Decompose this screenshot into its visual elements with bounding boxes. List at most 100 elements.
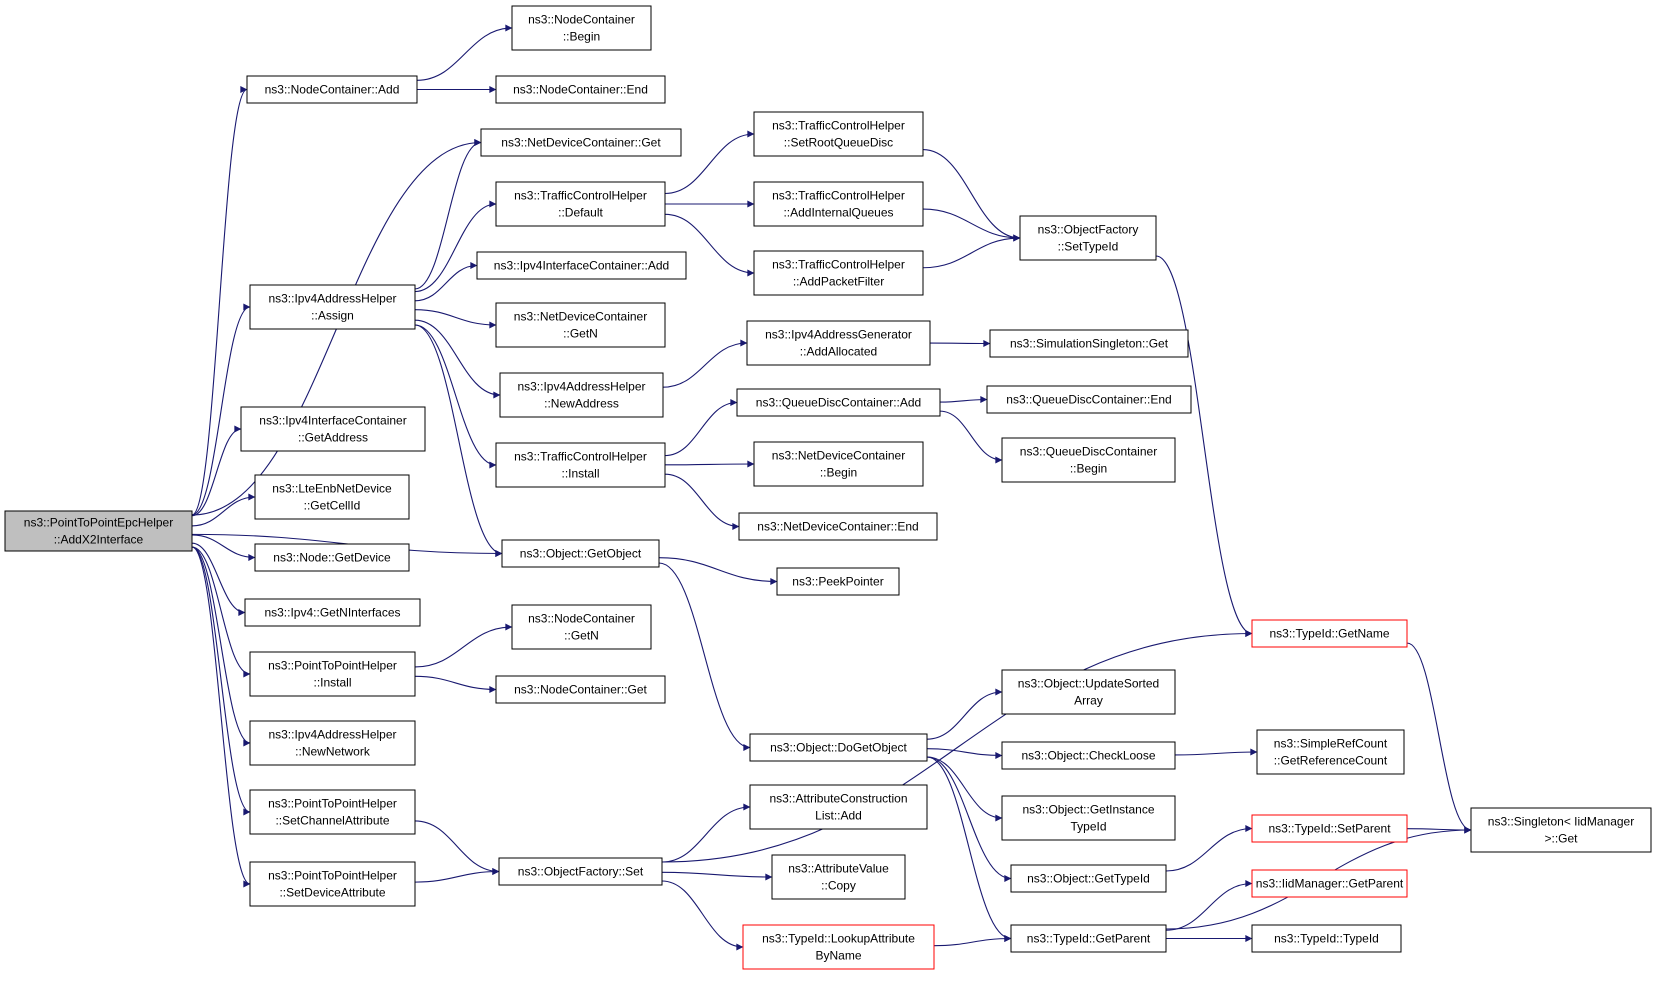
node-ipv4ah-newaddr[interactable]: ns3::Ipv4AddressHelper::NewAddress [499,372,664,418]
node-box [749,784,928,830]
node-box [1256,729,1405,775]
node-ndc-get[interactable]: ns3::NetDeviceContainer::Get [480,128,682,157]
node-nc-add[interactable]: ns3::NodeContainer::Add [246,75,418,104]
node-qdc-begin[interactable]: ns3::QueueDiscContainer::Begin [1001,437,1176,483]
node-label-line: ns3::Object::CheckLoose [1021,749,1155,763]
node-ipv4-getninterfaces[interactable]: ns3::Ipv4::GetNInterfaces [244,598,421,627]
node-label-line: ns3::IidManager::GetParent [1256,877,1404,891]
node-ipv4ag-addalloc[interactable]: ns3::Ipv4AddressGenerator::AddAllocated [746,320,931,366]
node-label-line: ::Copy [821,879,856,893]
edge-obj-dogetobject-to-typeid-getparent [926,756,1012,942]
node-box [240,406,426,452]
node-ipv4ah-newnetwork[interactable]: ns3::Ipv4AddressHelper::NewNetwork [249,720,416,766]
node-label-line: ns3::LteEnbNetDevice [272,482,392,496]
node-label-line: ::NewAddress [544,397,619,411]
node-label-line: ns3::PointToPointHelper [268,797,397,811]
node-nc-get[interactable]: ns3::NodeContainer::Get [495,675,666,704]
node-p2p-setchannel[interactable]: ns3::PointToPointHelper::SetChannelAttri… [249,789,416,835]
node-typeid-typeid[interactable]: ns3::TypeId::TypeId [1251,924,1402,953]
node-nc-begin[interactable]: ns3::NodeContainer::Begin [511,5,652,51]
node-tch-setroot[interactable]: ns3::TrafficControlHelper::SetRootQueueD… [753,111,924,157]
edge-tch-default-to-tch-addpacket [664,213,755,277]
node-root[interactable]: ns3::PointToPointEpcHelper::AddX2Interfa… [4,510,193,552]
node-ndc-end[interactable]: ns3::NetDeviceContainer::End [738,512,938,541]
edge-obj-dogetobject-to-obj-gettypeid [926,756,1012,882]
node-attrval-copy[interactable]: ns3::AttributeValue::Copy [771,854,906,900]
node-singleton-get[interactable]: ns3::Singleton< IidManager>::Get [1470,807,1652,853]
node-label-line: ::AddX2Interface [54,533,144,547]
node-tch-default[interactable]: ns3::TrafficControlHelper::Default [495,181,666,227]
edge-obj-getobject-to-peekpointer [658,557,778,585]
node-of-settypeid[interactable]: ns3::ObjectFactory::SetTypeId [1019,215,1157,261]
node-label-line: ns3::TypeId::LookupAttribute [762,932,915,946]
node-tch-install[interactable]: ns3::TrafficControlHelper::Install [495,442,666,488]
node-box [1019,215,1157,261]
node-label-line: ns3::NetDeviceContainer::Get [501,136,661,150]
node-typeid-setparent[interactable]: ns3::TypeId::SetParent [1251,814,1408,843]
node-label-line: ns3::Ipv4InterfaceContainer [259,414,406,428]
node-label-line: ns3::TrafficControlHelper [514,450,647,464]
node-label-line: ::AddInternalQueues [783,206,893,220]
node-peekpointer[interactable]: ns3::PeekPointer [776,567,900,596]
node-label-line: ::SetChannelAttribute [275,814,389,828]
node-node-getdevice[interactable]: ns3::Node::GetDevice [254,543,410,572]
edge-root-to-lte-getcellid [191,493,256,527]
node-box [749,733,928,762]
node-label-line: ns3::AttributeConstruction [769,792,907,806]
node-nc-getn[interactable]: ns3::NodeContainer::GetN [511,604,652,650]
node-box [1001,437,1176,483]
node-label-line: ns3::Ipv4AddressGenerator [765,328,912,342]
node-box [244,598,421,627]
node-tch-addpacket[interactable]: ns3::TrafficControlHelper::AddPacketFilt… [753,250,924,296]
node-ndc-getn[interactable]: ns3::NetDeviceContainer::GetN [495,302,666,348]
node-label-line: ns3::TypeId::TypeId [1274,932,1379,946]
edge-typeid-lookupattr-to-typeid-getparent [933,935,1012,947]
node-label-line: ns3::Object::UpdateSorted [1018,677,1159,691]
node-label-line: ns3::Ipv4::GetNInterfaces [264,606,400,620]
node-box [246,75,418,104]
node-box [495,302,666,348]
node-obj-dogetobject[interactable]: ns3::Object::DoGetObject [749,733,928,762]
edge-of-set-to-attr-constr-add [661,803,751,863]
node-obj-gettypeid[interactable]: ns3::Object::GetTypeId [1010,864,1167,893]
node-label-line: List::Add [815,809,862,823]
edge-root-to-nc-add [191,86,248,516]
node-sim-singleton-get[interactable]: ns3::SimulationSingleton::Get [989,329,1189,358]
node-qdc-end[interactable]: ns3::QueueDiscContainer::End [986,385,1192,414]
edge-obj-getobject-to-obj-dogetobject [658,562,751,751]
node-simplerefcount[interactable]: ns3::SimpleRefCount::GetReferenceCount [1256,729,1405,775]
node-iic-getaddr[interactable]: ns3::Ipv4InterfaceContainer::GetAddress [240,406,426,452]
edge-root-to-ipv4-getninterfaces [191,542,246,616]
node-p2p-install[interactable]: ns3::PointToPointHelper::Install [249,651,416,697]
node-box [249,720,416,766]
node-box [753,111,924,157]
node-lte-getcellid[interactable]: ns3::LteEnbNetDevice::GetCellId [254,474,410,520]
node-box [986,385,1192,414]
node-label-line: ns3::NetDeviceContainer::End [757,520,918,534]
node-iidmanager-getparent[interactable]: ns3::IidManager::GetParent [1251,869,1408,898]
node-label-line: ns3::SimpleRefCount [1274,737,1388,751]
node-iic-add[interactable]: ns3::Ipv4InterfaceContainer::Add [476,251,687,280]
node-box [249,284,416,330]
node-p2p-setdevice[interactable]: ns3::PointToPointHelper::SetDeviceAttrib… [249,861,416,907]
node-ipv4ah-assign[interactable]: ns3::Ipv4AddressHelper::Assign [249,284,416,330]
node-label-line: ns3::Object::DoGetObject [770,741,907,755]
node-obj-checkloose[interactable]: ns3::Object::CheckLoose [1001,741,1176,770]
node-qdc-add[interactable]: ns3::QueueDiscContainer::Add [736,388,941,417]
node-box [249,789,416,835]
node-box [753,441,924,487]
node-tch-addinternal[interactable]: ns3::TrafficControlHelper::AddInternalQu… [753,181,924,227]
node-of-set[interactable]: ns3::ObjectFactory::Set [498,857,663,886]
node-typeid-getparent[interactable]: ns3::TypeId::GetParent [1010,924,1167,953]
node-label-line: ::Install [313,676,351,690]
node-ndc-begin[interactable]: ns3::NetDeviceContainer::Begin [753,441,924,487]
node-nc-end[interactable]: ns3::NodeContainer::End [495,75,666,104]
node-obj-getobject[interactable]: ns3::Object::GetObject [501,539,660,568]
edge-p2p-setchannel-to-of-set [414,820,500,875]
node-typeid-getname[interactable]: ns3::TypeId::GetName [1251,619,1408,648]
node-label-line: ns3::TypeId::GetParent [1027,932,1151,946]
